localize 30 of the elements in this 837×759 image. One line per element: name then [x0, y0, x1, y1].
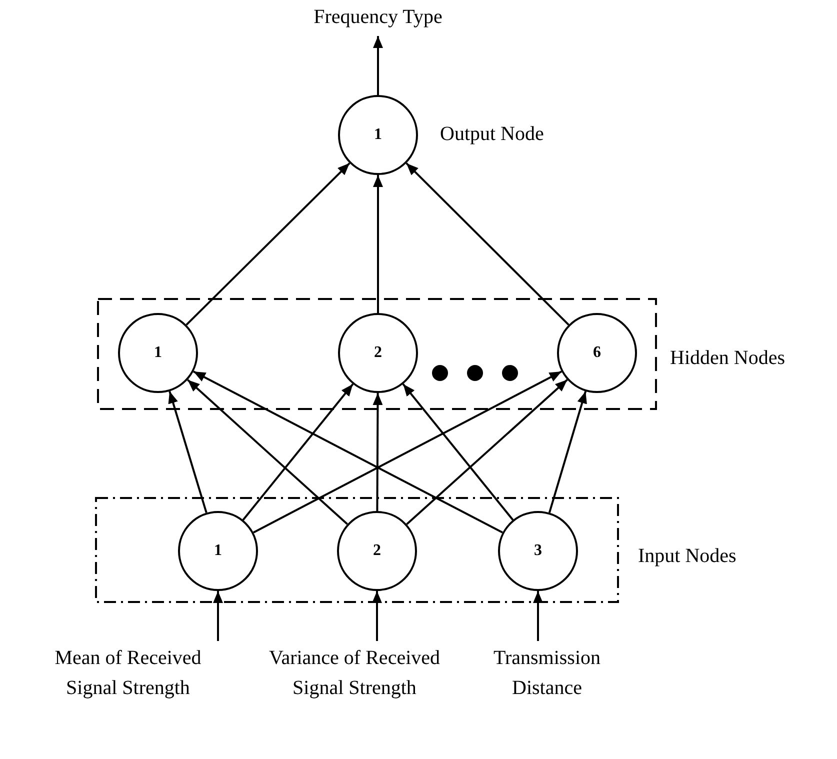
neuron-circle: 2: [338, 313, 418, 393]
neuron-circle: 3: [498, 511, 578, 591]
layer-label: Hidden Nodes: [670, 346, 785, 370]
arrow: [213, 591, 223, 641]
arrow: [406, 379, 568, 525]
io-label: Variance of Received Signal Strength: [247, 643, 462, 705]
neuron-circle: 1: [178, 511, 258, 591]
arrow: [242, 383, 354, 521]
arrow: [373, 175, 383, 313]
arrow: [372, 591, 382, 641]
neuron-circle: 1: [118, 313, 198, 393]
layer-label: Input Nodes: [638, 544, 736, 568]
io-label: Transmission Distance: [478, 643, 616, 705]
arrow: [193, 370, 503, 534]
arrow: [406, 162, 570, 326]
arrow: [373, 36, 383, 95]
layer-label: Output Node: [440, 122, 544, 146]
neuron-circle: 1: [338, 95, 418, 175]
arrow: [186, 162, 350, 326]
arrow: [533, 591, 543, 641]
neuron-circle: 6: [557, 313, 637, 393]
arrow: [402, 383, 514, 521]
io-label: Frequency Type: [283, 2, 473, 34]
arrow: [253, 370, 562, 534]
neuron-circle: 2: [337, 511, 417, 591]
arrow: [372, 393, 383, 511]
arrow: [548, 391, 587, 513]
arrow: [168, 390, 208, 514]
io-label: Mean of Received Signal Strength: [30, 643, 226, 705]
arrow: [187, 379, 348, 525]
